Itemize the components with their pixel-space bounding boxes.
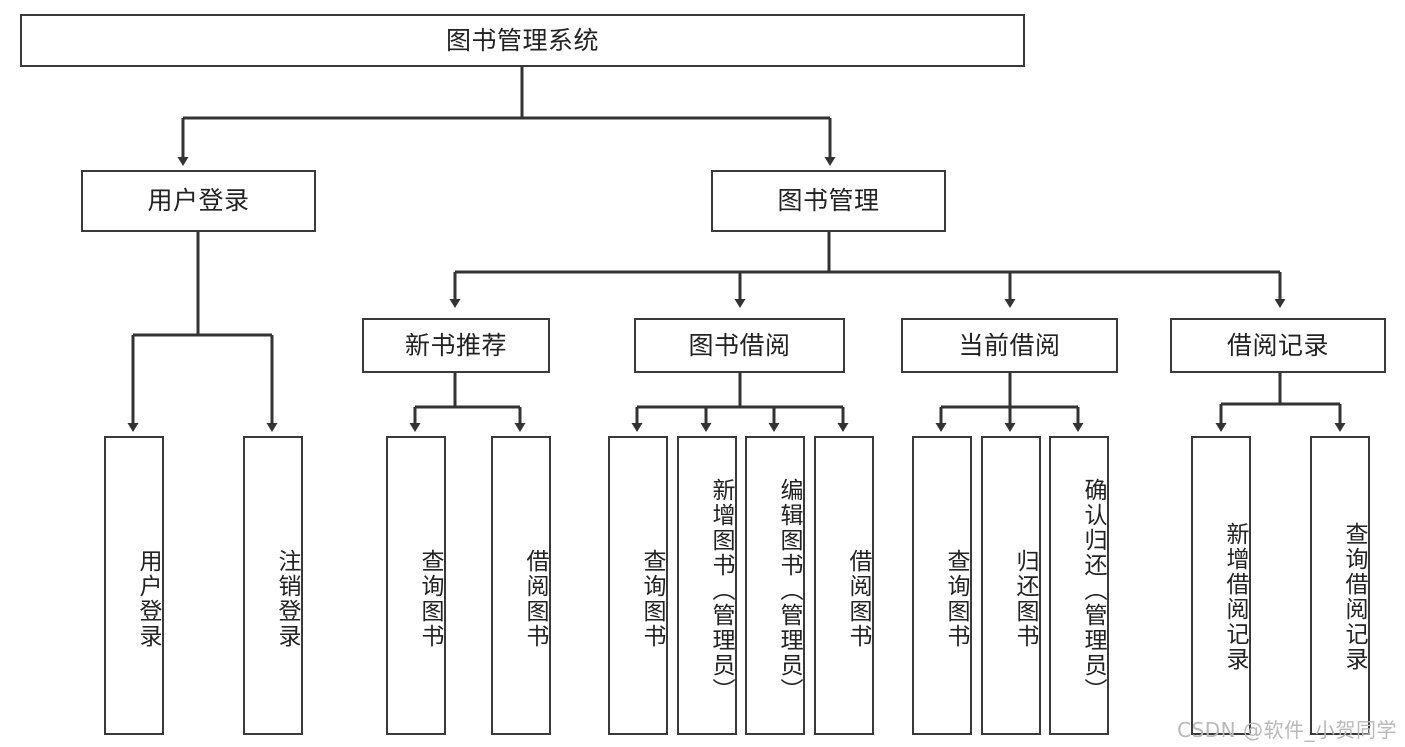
leaf-add-borrow-record[interactable]: 新增借阅记录 [1191,436,1251,735]
node-label: 查询借阅记录 [1341,521,1367,672]
node-label: 图书借阅 [688,330,791,360]
node-label: 查询图书 [639,548,665,649]
node-borrow-record[interactable]: 借阅记录 [1170,318,1386,373]
leaf-user-login[interactable]: 用户登录 [104,436,164,735]
node-book-management[interactable]: 图书管理 [711,170,946,232]
node-label: 当前借阅 [958,330,1061,360]
node-label: 新增图书（管理员） [708,478,734,703]
node-label: 图书管理 [777,186,880,216]
leaf-query-book-current[interactable]: 查询图书 [912,436,972,735]
node-root-system[interactable]: 图书管理系统 [20,14,1025,67]
node-label: 借阅图书 [845,548,871,649]
node-label: 新书推荐 [404,330,507,360]
leaf-return-book[interactable]: 归还图书 [981,436,1041,735]
node-label: 图书管理系统 [445,25,599,55]
leaf-logout-login[interactable]: 注销登录 [243,436,303,735]
node-book-borrow[interactable]: 图书借阅 [634,318,845,373]
leaf-edit-book-admin[interactable]: 编辑图书（管理员） [745,436,805,735]
node-label: 新增借阅记录 [1222,521,1248,672]
leaf-borrow-book-new-recommend[interactable]: 借阅图书 [491,436,551,735]
node-label: 用户登录 [147,186,250,216]
node-label: 编辑图书（管理员） [776,478,802,703]
node-label: 归还图书 [1012,548,1038,649]
node-current-borrow[interactable]: 当前借阅 [901,318,1118,373]
node-label: 借阅记录 [1226,330,1329,360]
node-label: 确认归还（管理员） [1080,478,1106,703]
watermark-text: CSDN @软件_小贺同学 [1177,718,1397,742]
node-label: 用户登录 [135,548,161,649]
leaf-query-book-new-recommend[interactable]: 查询图书 [386,436,446,735]
leaf-add-book-admin[interactable]: 新增图书（管理员） [677,436,737,735]
leaf-confirm-return-admin[interactable]: 确认归还（管理员） [1049,436,1109,735]
node-user-login[interactable]: 用户登录 [81,170,316,232]
node-label: 注销登录 [274,548,300,649]
node-label: 借阅图书 [522,548,548,649]
node-new-book-recommend[interactable]: 新书推荐 [362,318,550,373]
node-label: 查询图书 [417,548,443,649]
leaf-query-borrow-record[interactable]: 查询借阅记录 [1310,436,1370,735]
node-label: 查询图书 [943,548,969,649]
leaf-borrow-book-borrow[interactable]: 借阅图书 [814,436,874,735]
leaf-query-book-borrow[interactable]: 查询图书 [608,436,668,735]
